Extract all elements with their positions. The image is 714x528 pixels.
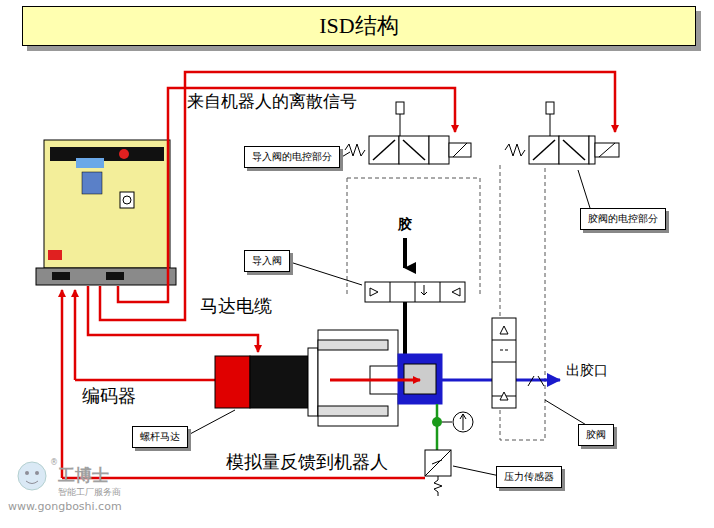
label-text: www.gongboshi.com — [8, 500, 122, 513]
label-text: 编码器 — [82, 384, 136, 408]
gauge-needle — [460, 414, 466, 430]
callout-text: 螺杆马达 — [140, 431, 180, 442]
callout-box: 导入阀 — [244, 250, 290, 272]
callout-box: 螺杆马达 — [132, 426, 188, 448]
pressure-sensor — [425, 450, 451, 496]
leader-lines — [190, 152, 590, 476]
glue-valve-solenoid — [505, 102, 619, 164]
callout-text: 导入阀 — [252, 255, 282, 266]
label-text: 胶 — [398, 216, 412, 234]
callout-box: 胶阀 — [578, 424, 614, 446]
callout-text: 导入阀的电控部分 — [252, 151, 332, 162]
screw-arrow — [330, 379, 420, 382]
callout-text: 胶阀 — [586, 429, 606, 440]
pressure-gauge — [453, 412, 473, 432]
outlet-nozzle — [528, 376, 544, 386]
label-text: 工博士 — [58, 464, 109, 487]
watermark-logo — [18, 462, 46, 490]
callout-box: 导入阀的电控部分 — [244, 146, 340, 168]
callout-text: 胶阀的电控部分 — [588, 213, 658, 224]
label-text: 模拟量反馈到机器人 — [226, 450, 388, 474]
label-text: 智能工厂服务商 — [58, 486, 121, 499]
callout-box: 压力传感器 — [496, 466, 562, 488]
glue-feed-line — [403, 302, 407, 356]
pump-body — [318, 330, 442, 426]
callout-text: 压力传感器 — [504, 471, 554, 482]
screw-motor — [215, 348, 318, 416]
callout-box: 胶阀的电控部分 — [580, 208, 666, 230]
glue-inlet-arrow — [403, 238, 407, 268]
label-text: 来自机器人的离散信号 — [187, 90, 357, 113]
tap-point — [432, 417, 442, 427]
label-text: ® — [50, 458, 58, 467]
label-text: 马达电缆 — [200, 294, 272, 318]
robot-controller — [36, 140, 176, 285]
import-valve — [365, 282, 465, 302]
glue-valve — [492, 318, 516, 408]
gauge-pipe — [442, 422, 452, 423]
signal-wires — [62, 72, 615, 478]
title-text: ISD结构 — [319, 11, 398, 41]
title-band: ISD结构 — [22, 6, 696, 46]
import-valve-solenoid — [345, 102, 471, 164]
label-text: 出胶口 — [566, 362, 608, 380]
